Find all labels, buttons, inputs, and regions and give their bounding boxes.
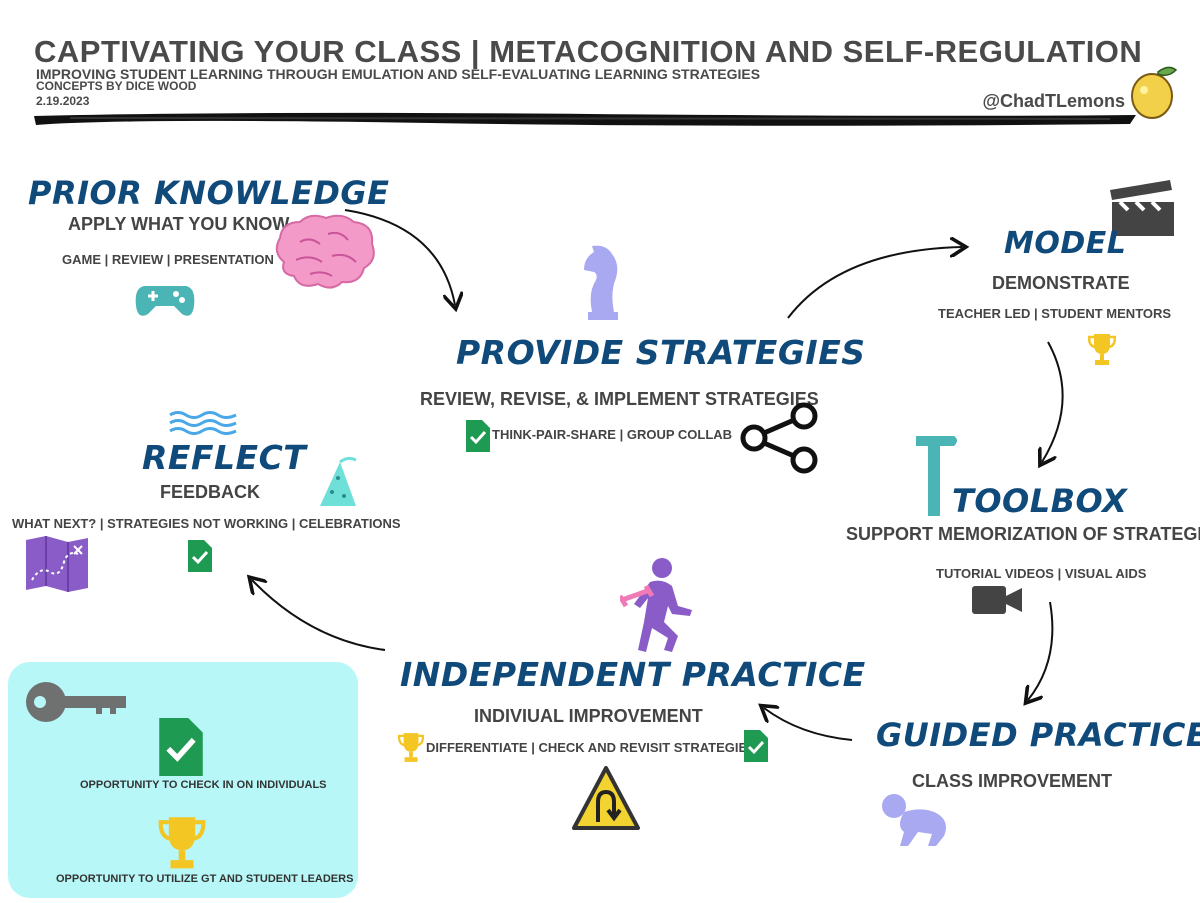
baby-icon — [882, 794, 946, 846]
u-turn-sign-icon — [572, 766, 640, 830]
check-doc-icon — [159, 718, 203, 776]
prior-knowledge-title: PRIOR KNOWLEDGE — [28, 174, 390, 212]
provide-strategies-title: PROVIDE STRATEGIES — [456, 333, 866, 372]
share-icon — [740, 402, 818, 474]
reflect-detail: WHAT NEXT? | STRATEGIES NOT WORKING | CE… — [12, 516, 401, 531]
reflect-subtitle: FEEDBACK — [160, 482, 261, 502]
brush-stroke-divider — [34, 112, 1136, 126]
independent-practice-title: INDEPENDENT PRACTICE — [400, 655, 866, 694]
model-detail: TEACHER LED | STUDENT MENTORS — [938, 306, 1172, 321]
trophy-icon — [1088, 334, 1116, 365]
guided-practice-subtitle: CLASS IMPROVEMENT — [912, 771, 1113, 791]
toolbox-subtitle: SUPPORT MEMORIZATION OF STRATEGIES — [846, 524, 1200, 544]
check-doc-icon — [744, 730, 768, 762]
concepts-credit: CONCEPTS BY DICE WOOD — [36, 79, 197, 93]
brain-icon — [275, 214, 375, 289]
model-subtitle: DEMONSTRATE — [992, 273, 1130, 293]
independent-practice-detail: DIFFERENTIATE | CHECK AND REVISIT STRATE… — [426, 740, 756, 755]
reflect-title: REFLECT — [142, 438, 307, 477]
legend-trophy-text: OPPORTUNITY TO UTILIZE GT AND STUDENT LE… — [56, 873, 354, 885]
provide-strategies-subtitle: REVIEW, REVISE, & IMPLEMENT STRATEGIES — [420, 389, 819, 409]
toolbox-detail: TUTORIAL VIDEOS | VISUAL AIDS — [936, 566, 1147, 581]
trophy-icon — [398, 733, 424, 762]
gamepad-icon — [135, 286, 195, 316]
independent-practice-subtitle: INDIVIUAL IMPROVEMENT — [474, 706, 703, 726]
party-hat-icon — [320, 456, 357, 506]
waves-icon — [169, 411, 237, 435]
provide-strategies-detail: THINK-PAIR-SHARE | GROUP COLLAB — [492, 427, 733, 442]
check-doc-icon — [466, 420, 490, 452]
runner-icon — [620, 558, 692, 652]
page-subtitle: IMPROVING STUDENT LEARNING THROUGH EMULA… — [36, 66, 761, 82]
lemon-icon — [1131, 66, 1178, 119]
guided-practice-title: GUIDED PRACTICE — [876, 716, 1200, 754]
clapperboard-icon — [1110, 180, 1174, 236]
map-icon — [26, 536, 88, 592]
author-handle: @ChadTLemons — [982, 91, 1125, 111]
toolbox-title: TOOLBOX — [952, 482, 1128, 520]
page-title: CAPTIVATING YOUR CLASS | METACOGNITION A… — [34, 34, 1143, 69]
hammer-icon — [916, 436, 957, 516]
chess-knight-icon — [584, 245, 618, 320]
key-icon — [26, 682, 126, 722]
model-title: MODEL — [1004, 226, 1127, 261]
prior-knowledge-detail: GAME | REVIEW | PRESENTATION — [62, 252, 274, 267]
trophy-icon — [158, 817, 206, 869]
video-camera-icon — [972, 586, 1022, 614]
check-doc-icon — [188, 540, 212, 572]
legend-check-text: OPPORTUNITY TO CHECK IN ON INDIVIDUALS — [80, 779, 327, 791]
prior-knowledge-subtitle: APPLY WHAT YOU KNOW — [68, 214, 290, 234]
date-label: 2.19.2023 — [36, 94, 90, 108]
